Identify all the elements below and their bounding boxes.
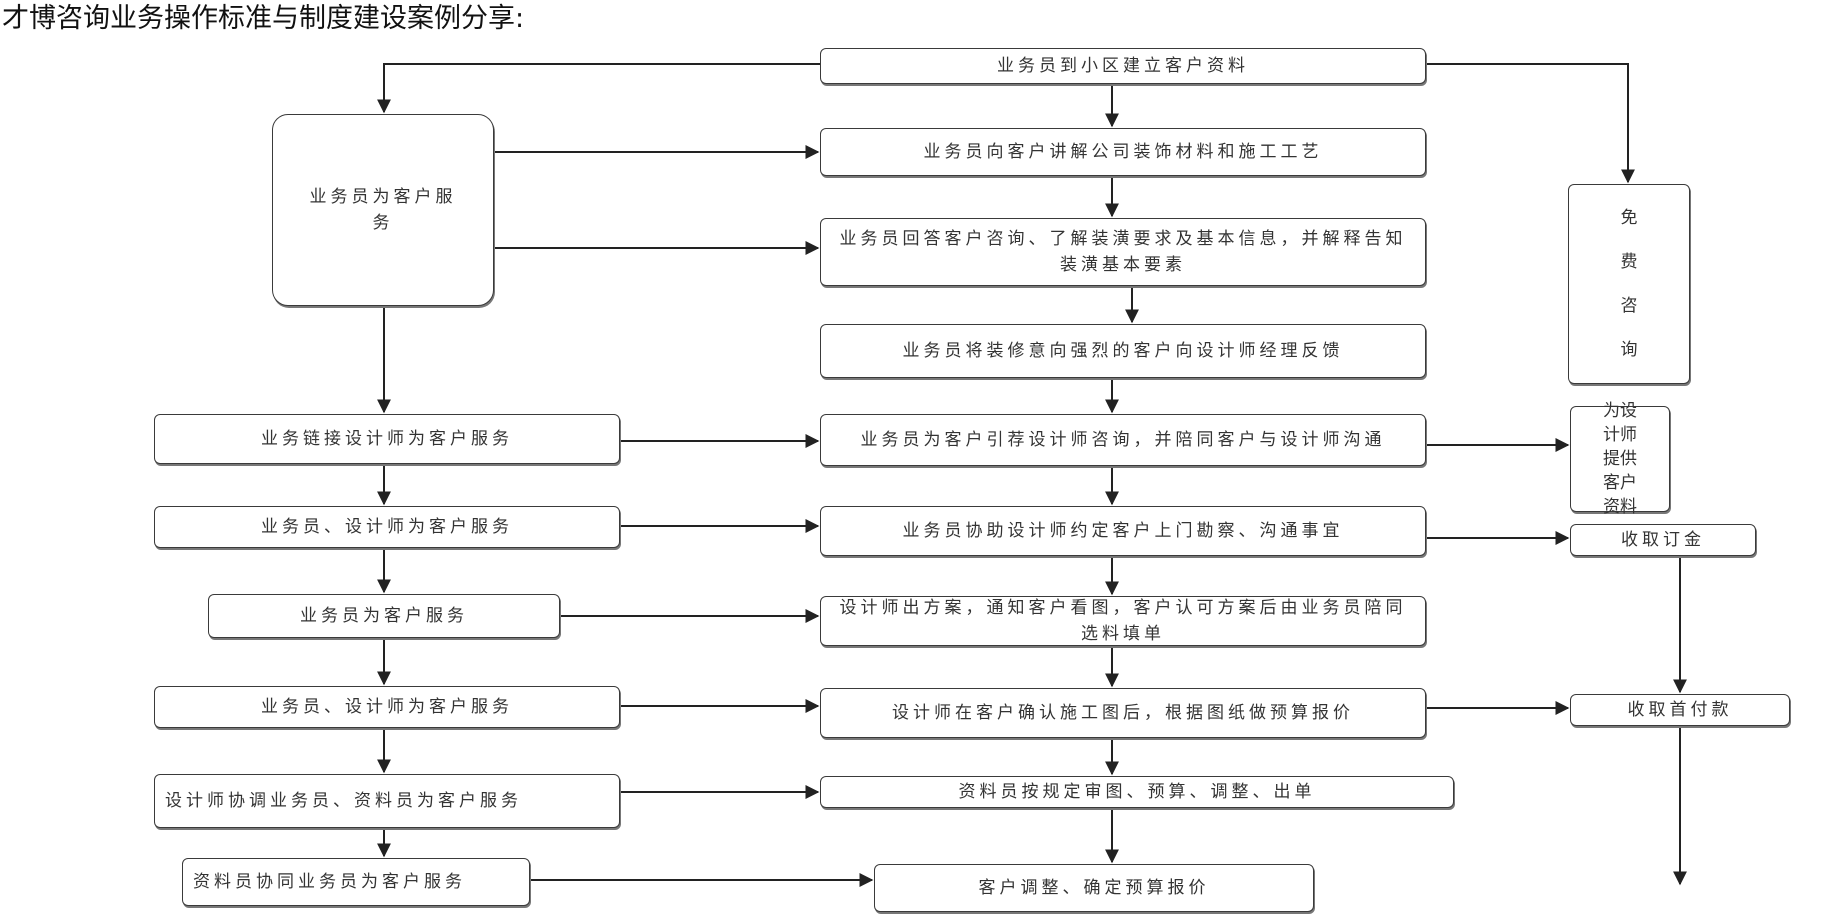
role-l0-text: 业务员为客户服务 bbox=[309, 187, 457, 233]
step-c9: 资料员按规定审图、预算、调整、出单 bbox=[820, 776, 1454, 808]
step-c4-text: 业务员将装修意向强烈的客户向设计师经理反馈 bbox=[902, 341, 1344, 361]
page-title: 才博咨询业务操作标准与制度建设案例分享: bbox=[2, 3, 525, 34]
step-c6-text: 业务员协助设计师约定客户上门勘察、沟通事宜 bbox=[902, 521, 1344, 541]
step-c3: 业务员回答客户咨询、了解装潢要求及基本信息，并解释告知装潢基本要素 bbox=[820, 218, 1426, 286]
step-c1-text: 业务员到小区建立客户资料 bbox=[997, 56, 1249, 76]
role-l1-text: 业务链接设计师为客户服务 bbox=[261, 429, 513, 449]
role-l4-text: 业务员、设计师为客户服务 bbox=[261, 697, 513, 717]
step-c1: 业务员到小区建立客户资料 bbox=[820, 48, 1426, 84]
step-c8-text: 设计师在客户确认施工图后，根据图纸做预算报价 bbox=[892, 703, 1354, 723]
note-r4: 收取首付款 bbox=[1570, 694, 1790, 726]
arrow-c1-right bbox=[1426, 63, 1635, 184]
role-l3-text: 业务员为客户服务 bbox=[300, 606, 468, 626]
step-c2: 业务员向客户讲解公司装饰材料和施工工艺 bbox=[820, 128, 1426, 176]
note-r2-text: 为设计师提供客户资料 bbox=[1602, 401, 1637, 517]
note-r2: 为设计师提供客户资料 bbox=[1570, 401, 1670, 517]
step-c4: 业务员将装修意向强烈的客户向设计师经理反馈 bbox=[820, 324, 1426, 378]
role-l3: 业务员为客户服务 bbox=[208, 594, 560, 638]
note-r1: 免费咨询 bbox=[1568, 184, 1690, 384]
step-c10: 客户调整、确定预算报价 bbox=[874, 864, 1314, 912]
step-c5-text: 业务员为客户引荐设计师咨询，并陪同客户与设计师沟通 bbox=[860, 430, 1386, 450]
arrow-c1-left bbox=[377, 63, 820, 114]
step-c7-text: 设计师出方案，通知客户看图，客户认可方案后由业务员陪同选料填单 bbox=[839, 598, 1407, 644]
step-c2-text: 业务员向客户讲解公司装饰材料和施工工艺 bbox=[923, 142, 1323, 162]
role-l2-text: 业务员、设计师为客户服务 bbox=[261, 517, 513, 537]
step-c10-text: 客户调整、确定预算报价 bbox=[978, 878, 1210, 898]
role-l2: 业务员、设计师为客户服务 bbox=[154, 506, 620, 548]
role-l5-text: 设计师协调业务员、资料员为客户服务 bbox=[165, 791, 522, 811]
role-l1: 业务链接设计师为客户服务 bbox=[154, 414, 620, 464]
step-c7: 设计师出方案，通知客户看图，客户认可方案后由业务员陪同选料填单 bbox=[820, 596, 1426, 646]
step-c3-text: 业务员回答客户咨询、了解装潢要求及基本信息，并解释告知装潢基本要素 bbox=[839, 229, 1407, 275]
role-l6-text: 资料员协同业务员为客户服务 bbox=[193, 872, 466, 892]
role-l6: 资料员协同业务员为客户服务 bbox=[182, 858, 530, 906]
role-l0: 业务员为客户服务 bbox=[272, 114, 494, 306]
role-l4: 业务员、设计师为客户服务 bbox=[154, 686, 620, 728]
note-r3: 收取订金 bbox=[1570, 524, 1756, 556]
note-r3-text: 收取订金 bbox=[1621, 530, 1705, 550]
role-l5: 设计师协调业务员、资料员为客户服务 bbox=[154, 774, 620, 828]
step-c8: 设计师在客户确认施工图后，根据图纸做预算报价 bbox=[820, 688, 1426, 738]
step-c9-text: 资料员按规定审图、预算、调整、出单 bbox=[958, 782, 1316, 802]
note-r1-text: 免费咨询 bbox=[1620, 208, 1638, 360]
step-c6: 业务员协助设计师约定客户上门勘察、沟通事宜 bbox=[820, 506, 1426, 556]
note-r4-text: 收取首付款 bbox=[1627, 700, 1733, 720]
step-c5: 业务员为客户引荐设计师咨询，并陪同客户与设计师沟通 bbox=[820, 414, 1426, 466]
